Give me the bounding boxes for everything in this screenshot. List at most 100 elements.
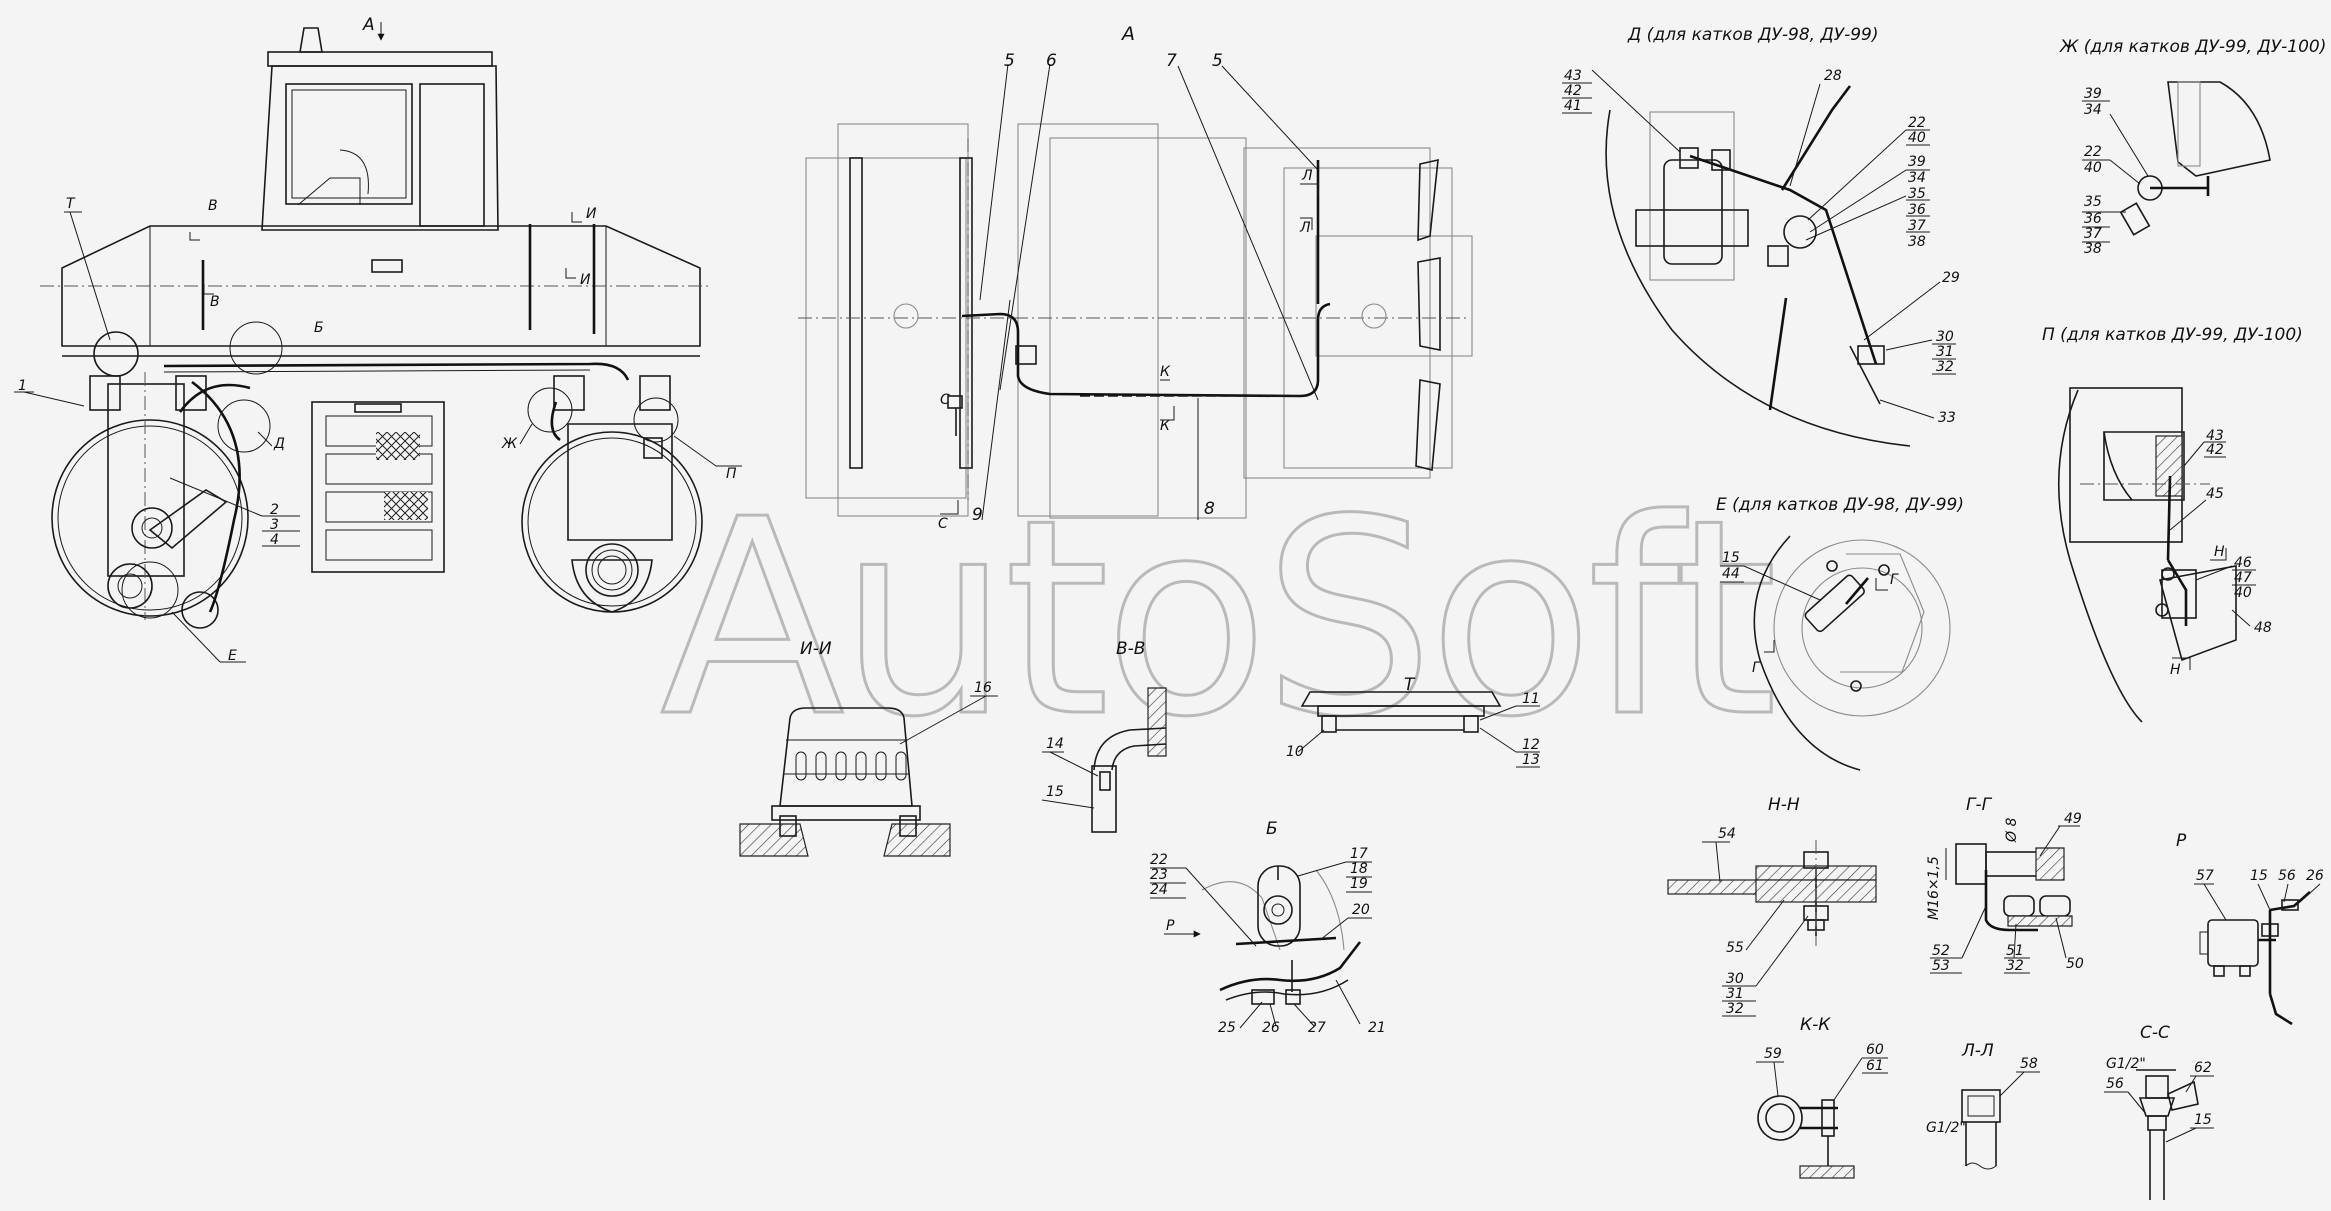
plan-mark-L2: Л: [1299, 220, 1311, 236]
section-VV: В-В 14 15: [1041, 639, 1167, 833]
side-mark-V2: В: [210, 294, 220, 310]
view-title-KK: К-К: [1800, 1015, 1831, 1035]
plan-mark-S1: С: [940, 392, 950, 408]
Zh-label-34: 34: [2084, 102, 2102, 118]
B-label-18: 18: [1350, 861, 1368, 877]
Zh-label-35: 35: [2084, 194, 2102, 210]
B-label-17: 17: [1350, 846, 1368, 862]
section-SS: С-С G1/2" 62 56 15: [2104, 1023, 2214, 1200]
SS-label-thread: G1/2": [2106, 1056, 2146, 1072]
B-label-25: 25: [1218, 1020, 1236, 1036]
side-mark-Zh: Ж: [501, 436, 518, 452]
B-label-26: 26: [1262, 1020, 1280, 1036]
side-mark-n2: 2: [270, 502, 279, 518]
E-label-G2: Г: [1752, 660, 1761, 676]
D-label-41: 41: [1564, 98, 1582, 114]
plan-mark-5a: 5: [1004, 51, 1015, 71]
section-T: Т 11 10 12 13: [1286, 675, 1540, 768]
view-title-LL: Л-Л: [1961, 1041, 1994, 1061]
side-mark-I1: И: [586, 206, 597, 222]
view-title-T: Т: [1404, 675, 1416, 695]
NN-label-31: 31: [1726, 986, 1744, 1002]
R-label-56: 56: [2278, 868, 2296, 884]
view-title-P: П (для катков ДУ-99, ДУ-100): [2042, 325, 2303, 345]
R-label-15: 15: [2250, 868, 2268, 884]
B-label-27: 27: [1308, 1020, 1326, 1036]
section-NN: Н-Н 54 55 30 31 32: [1667, 795, 1877, 1017]
P-label-42: 42: [2206, 442, 2224, 458]
view-title-II: И-И: [800, 639, 832, 659]
section-II: И-И 16: [739, 639, 998, 857]
P-label-48: 48: [2254, 620, 2272, 636]
KK-label-60: 60: [1866, 1042, 1884, 1058]
plan-mark-K2: К: [1160, 418, 1171, 434]
view-D: Д (для катков ДУ-98, ДУ-99) 43 42 41 28 …: [1562, 25, 1960, 447]
D-label-35: 35: [1908, 186, 1926, 202]
B-label-R: Р: [1166, 918, 1175, 934]
D-label-36: 36: [1908, 202, 1926, 218]
P-label-43: 43: [2206, 428, 2224, 444]
B-label-21: 21: [1368, 1020, 1386, 1036]
plan-mark-7: 7: [1166, 51, 1177, 71]
side-mark-P: П: [726, 466, 737, 482]
SS-label-56: 56: [2106, 1076, 2124, 1092]
KK-label-59: 59: [1764, 1046, 1782, 1062]
T-label-10: 10: [1286, 744, 1304, 760]
Zh-label-22: 22: [2084, 144, 2102, 160]
B-label-19: 19: [1350, 876, 1368, 892]
NN-label-32: 32: [1726, 1001, 1744, 1017]
P-label-45: 45: [2206, 486, 2224, 502]
plan-view-A: А 5 6 7 5 8 9: [798, 23, 1473, 532]
view-Zh: Ж (для катков ДУ-99, ДУ-100) 39 34 22 40…: [2059, 37, 2326, 257]
plan-mark-6: 6: [1046, 51, 1057, 71]
B-label-24: 24: [1150, 882, 1168, 898]
NN-label-54: 54: [1718, 826, 1736, 842]
Zh-label-38: 38: [2084, 241, 2102, 257]
side-mark-n1: 1: [18, 378, 27, 394]
D-label-32: 32: [1936, 359, 1954, 375]
P-label-N2: Н: [2170, 662, 2181, 678]
D-label-33: 33: [1938, 410, 1956, 426]
D-label-42: 42: [1564, 83, 1582, 99]
view-title-GG: Г-Г: [1966, 795, 1993, 815]
plan-mark-5b: 5: [1212, 51, 1223, 71]
LL-label-58: 58: [2020, 1056, 2038, 1072]
NN-label-55: 55: [1726, 940, 1744, 956]
E-label-44: 44: [1722, 566, 1740, 582]
section-GG: Г-Г М16×1,5 Ø 8 49 52 53 51 32 50: [1926, 795, 2084, 974]
Zh-label-40: 40: [2084, 160, 2102, 176]
view-title-SS: С-С: [2140, 1023, 2170, 1043]
Zh-label-39: 39: [2084, 86, 2102, 102]
plan-mark-S2: С: [938, 516, 948, 532]
NN-label-30: 30: [1726, 971, 1744, 987]
GG-label-thread: М16×1,5: [1926, 856, 1942, 920]
SS-label-15: 15: [2194, 1112, 2212, 1128]
T-label-13: 13: [1522, 752, 1540, 768]
SS-label-62: 62: [2194, 1060, 2212, 1076]
side-mark-T: Т: [66, 196, 76, 212]
LL-label-thread: G1/2": [1926, 1120, 1966, 1136]
side-mark-A: А: [362, 15, 375, 35]
view-R: Р 57 15 56 26: [2176, 831, 2324, 1026]
T-label-11: 11: [1522, 691, 1540, 707]
view-title-D: Д (для катков ДУ-98, ДУ-99): [1627, 25, 1879, 45]
GG-label-50: 50: [2066, 956, 2084, 972]
II-label-16: 16: [974, 680, 992, 696]
GG-label-53: 53: [1932, 958, 1950, 974]
P-label-40: 40: [2234, 585, 2252, 601]
B-label-20: 20: [1352, 902, 1370, 918]
side-mark-I2: И: [580, 272, 591, 288]
plan-mark-9: 9: [972, 505, 983, 525]
D-label-22: 22: [1908, 115, 1926, 131]
view-title-Zh: Ж (для катков ДУ-99, ДУ-100): [2059, 37, 2326, 57]
D-label-38: 38: [1908, 234, 1926, 250]
D-label-40: 40: [1908, 130, 1926, 146]
D-label-30: 30: [1936, 329, 1954, 345]
D-label-37: 37: [1908, 218, 1926, 234]
VV-label-14: 14: [1046, 736, 1064, 752]
R-label-26: 26: [2306, 868, 2324, 884]
GG-label-32: 32: [2006, 958, 2024, 974]
view-title-VV: В-В: [1116, 639, 1145, 659]
watermark-text: AutoSoft: [660, 461, 1773, 776]
